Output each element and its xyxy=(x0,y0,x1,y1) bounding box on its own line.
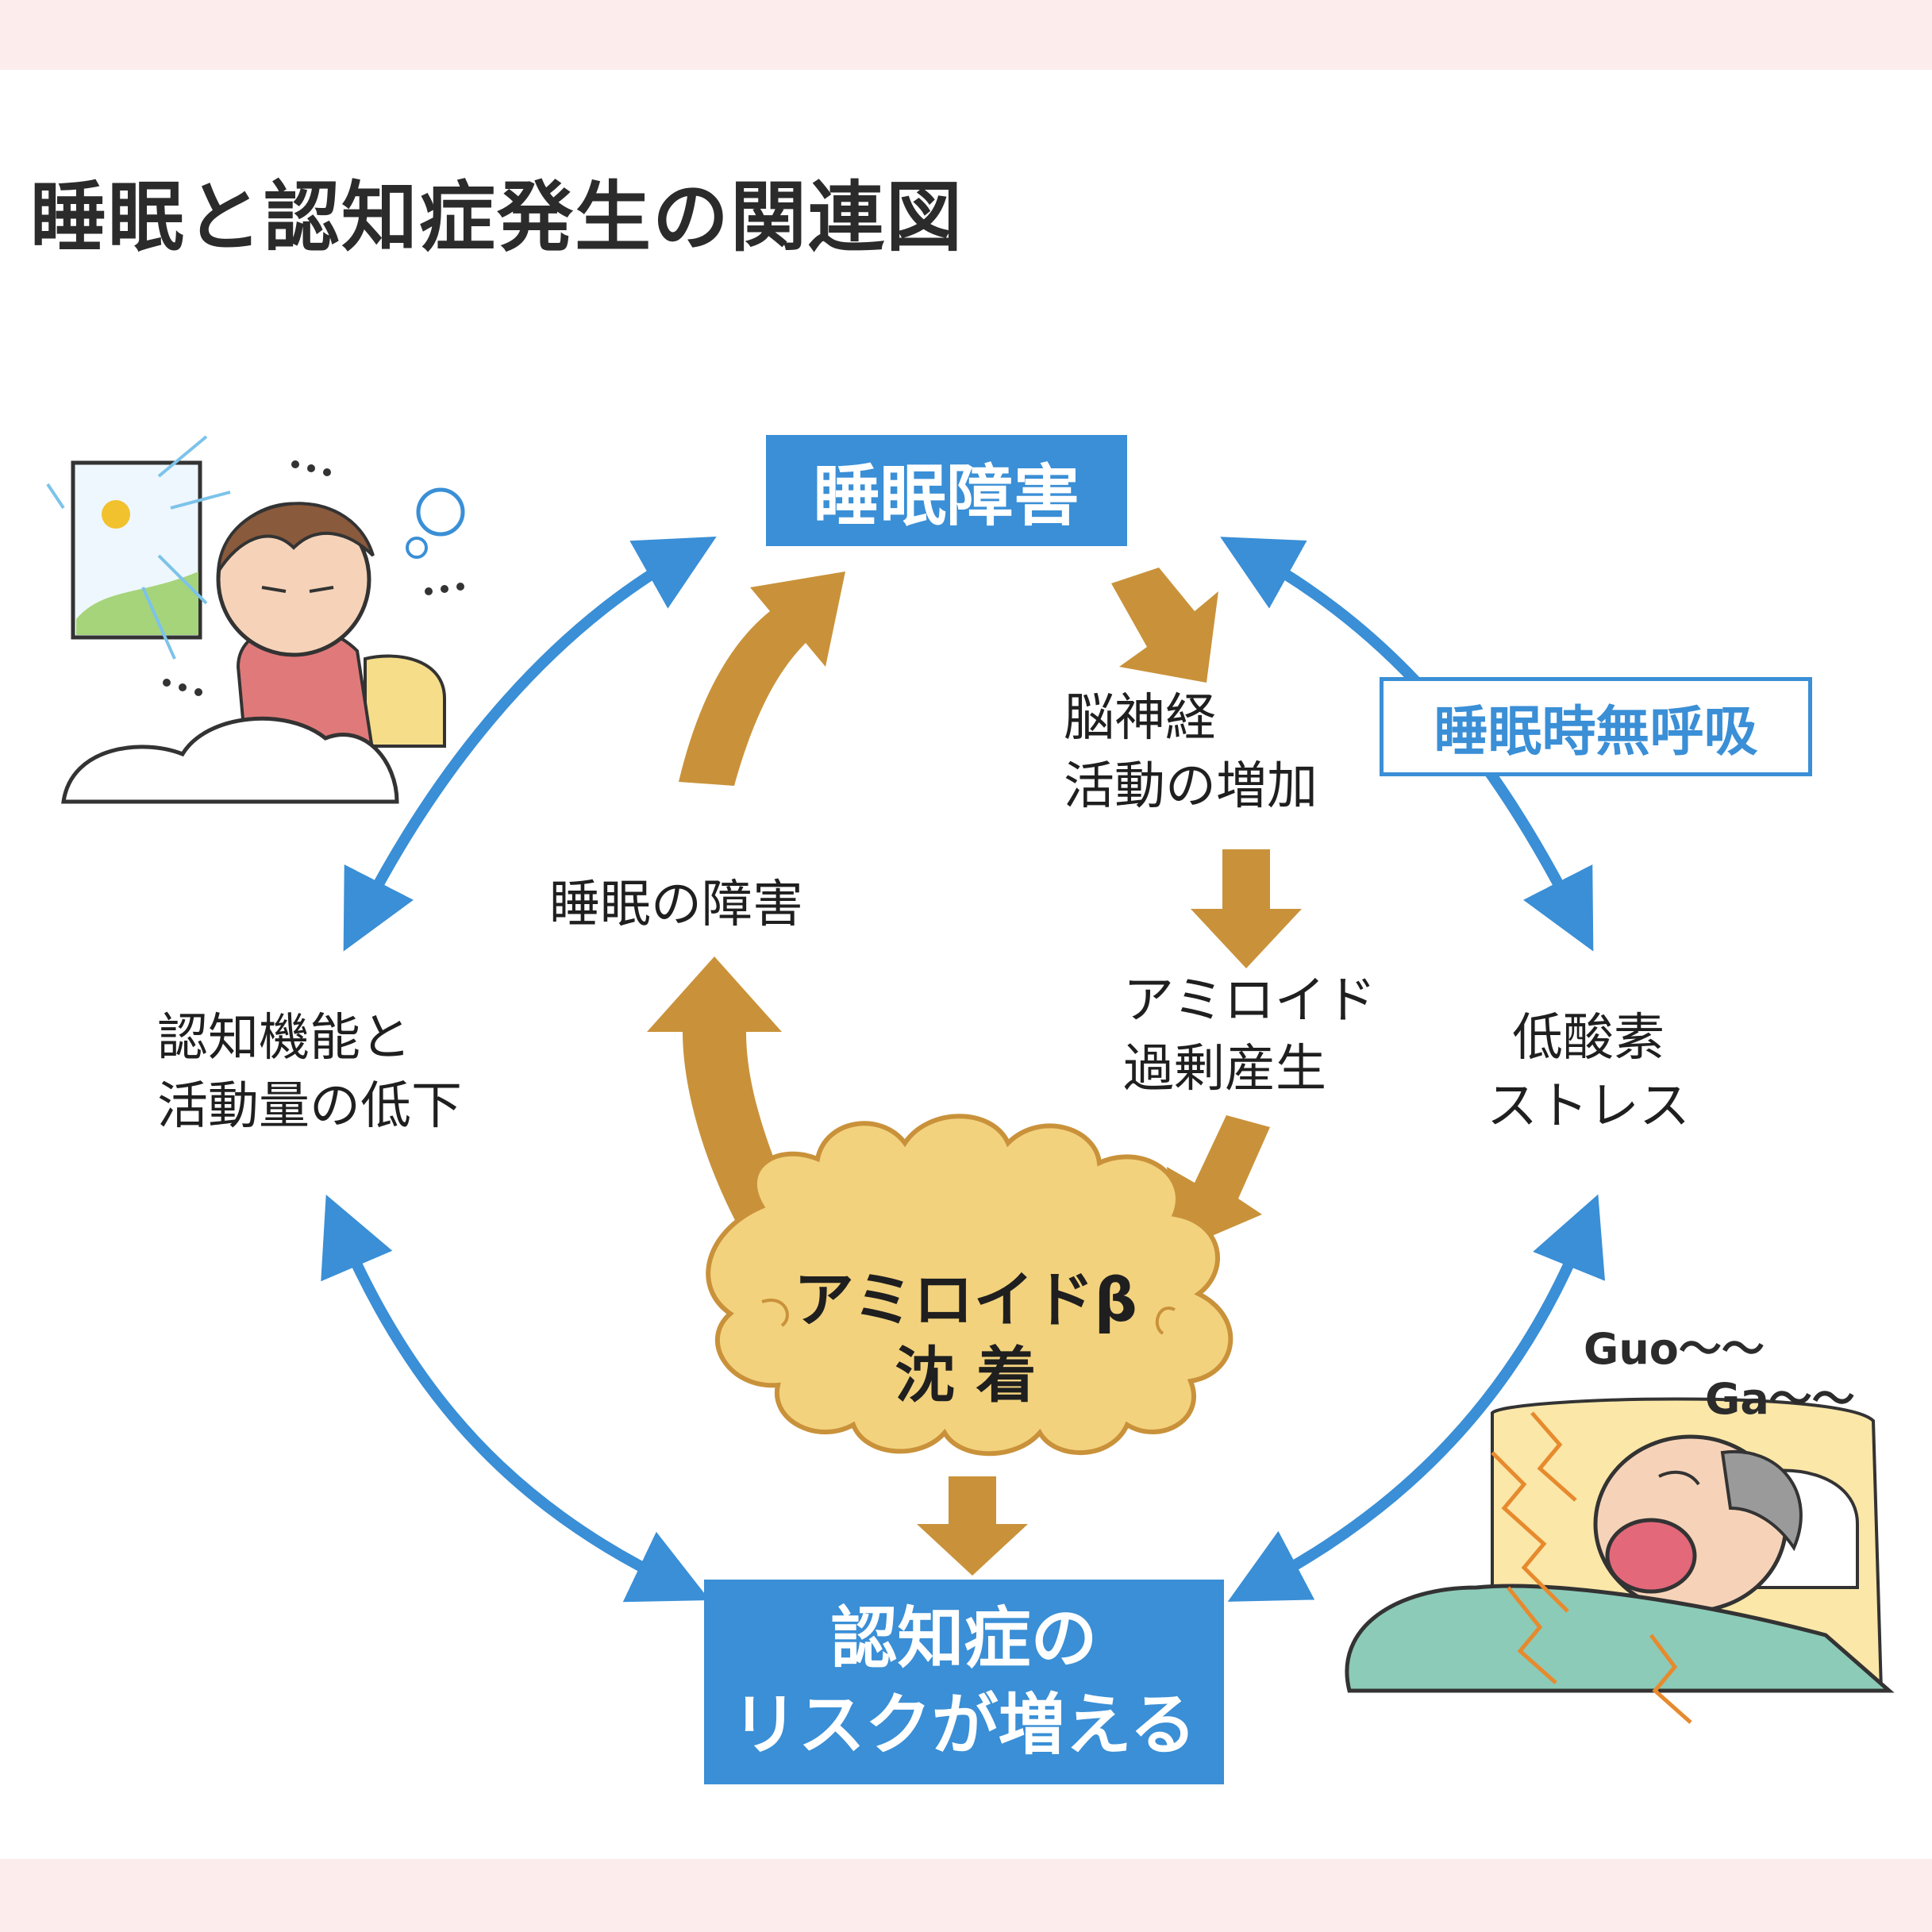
node-neuro-line2: 活動の増加 xyxy=(1064,757,1318,817)
snore-text-guo: Guo～～ xyxy=(1584,1324,1765,1374)
arrow-gold-neuro-to-amyloid xyxy=(1191,849,1302,968)
arrow-gold-disorder-to-neuro xyxy=(1111,568,1218,683)
illustration-snoring-man xyxy=(1345,1397,1895,1724)
arrow-gold-amyloid-to-deposit xyxy=(1167,1115,1270,1250)
node-dementia-risk: 認知症の リスクが増える xyxy=(704,1580,1224,1784)
arrow-gold-deposit-to-impair xyxy=(647,956,794,1226)
illustration-sleepless-woman xyxy=(46,435,465,804)
node-apnea-label: 睡眠時無呼吸 xyxy=(1434,701,1758,764)
node-cognition-line1: 認知機能と xyxy=(157,1009,411,1068)
node-deposit-line2: 沈 着 xyxy=(895,1340,1037,1411)
node-sleep-disorder: 睡眠障害 xyxy=(766,435,1127,546)
node-deposit-line1: アミロイドβ xyxy=(794,1264,1137,1335)
node-cognitive-decline: 認知機能と 活動量の低下 xyxy=(157,1004,462,1141)
arrow-blue-topleft xyxy=(343,536,717,952)
page-title: 睡眠と認知症発生の関連図 xyxy=(30,173,964,262)
node-amyloid-line2: 過剰産生 xyxy=(1123,1040,1326,1099)
node-hypoxia-line1: 低酸素 xyxy=(1512,1009,1665,1068)
node-sleep-impair-label: 睡眠の障害 xyxy=(549,876,803,934)
node-neuro-line1: 脳神経 xyxy=(1064,689,1216,748)
node-cognition-line2: 活動量の低下 xyxy=(157,1077,462,1137)
node-risk-line2: リスクが増える xyxy=(731,1686,1197,1764)
amyloid-cloud xyxy=(706,1114,1233,1457)
snore-text-ga: Ga～～ xyxy=(1705,1374,1855,1424)
arrow-gold-deposit-to-risk xyxy=(917,1476,1028,1576)
arrow-blue-bottomright xyxy=(1227,1194,1606,1602)
node-apnea: 睡眠時無呼吸 xyxy=(1380,677,1812,776)
arrow-gold-impair-to-disorder xyxy=(679,572,845,786)
node-amyloid-line1: アミロイド xyxy=(1123,972,1376,1030)
node-sleep-impairment: 睡眠の障害 xyxy=(549,871,803,939)
node-hypoxia-line2: ストレス xyxy=(1487,1077,1690,1137)
arrow-blue-bottomleft xyxy=(321,1194,710,1603)
node-hypoxia-stress: 低酸素 ストレス xyxy=(1487,1004,1690,1141)
node-neuro-activity: 脳神経 活動の増加 xyxy=(1064,684,1318,822)
node-amyloid-overproduction: アミロイド 過剰産生 xyxy=(1123,967,1376,1104)
node-amyloid-deposit: アミロイドβ 沈 着 xyxy=(794,1262,1137,1413)
node-risk-line1: 認知症の xyxy=(830,1599,1098,1677)
node-sleep-disorder-label: 睡眠障害 xyxy=(813,456,1080,535)
